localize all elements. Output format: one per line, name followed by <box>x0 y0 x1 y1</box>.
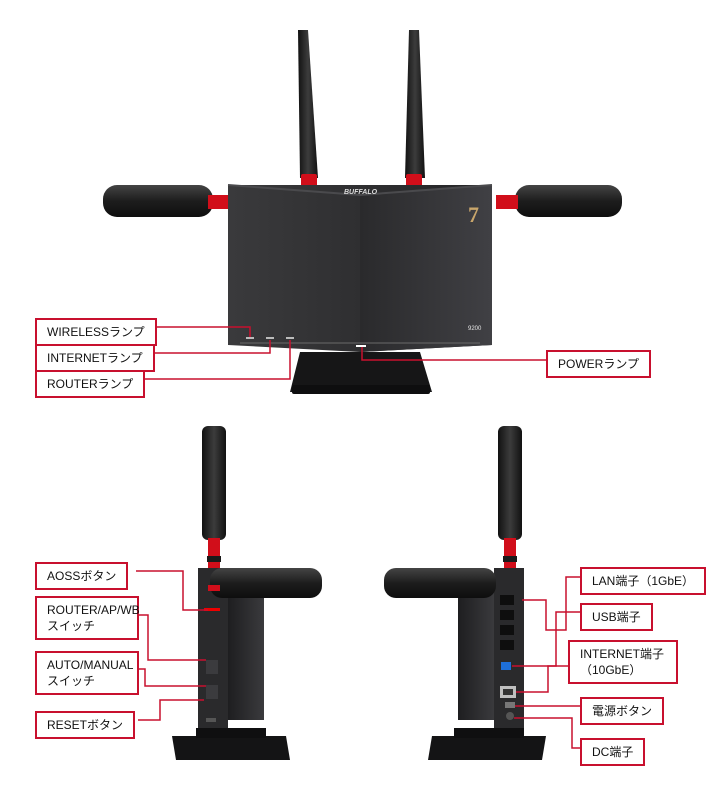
leader-lines <box>136 326 582 749</box>
stand-left <box>172 736 290 760</box>
leader-auto-switch <box>138 668 206 687</box>
callout-power-button: 電源ボタン <box>580 697 665 725</box>
router-stand <box>290 352 432 392</box>
callout-router-lamp: ROUTERランプ <box>35 370 146 398</box>
antenna-side-view-right-horizontal <box>384 568 496 598</box>
wireless-lamp-indicator <box>246 337 254 339</box>
leader-router-switch <box>138 614 206 661</box>
leader-internet <box>138 340 271 354</box>
callout-dc-port: DC端子 <box>580 738 646 766</box>
power-button-indicator <box>505 702 515 708</box>
model-mark: 9200 <box>468 326 482 332</box>
leader-aoss <box>136 570 208 611</box>
brand-logo: BUFFALO <box>344 189 378 196</box>
leader-dc <box>514 717 582 749</box>
callout-auto-switch-line2: スイッチ <box>47 674 96 688</box>
body-side-right <box>494 568 524 736</box>
leader-reset <box>138 699 204 721</box>
callout-router-switch-line1: ROUTER/AP/WB <box>47 603 140 617</box>
auto-switch-indicator <box>206 685 218 699</box>
leader-lan <box>522 576 582 631</box>
callout-internet-port-line1: INTERNET端子 <box>580 647 665 661</box>
lan-ports <box>500 595 514 650</box>
callout-auto-switch-line1: AUTO/MANUAL <box>47 658 134 672</box>
mode-switch-indicator <box>206 660 218 674</box>
router-lamp-indicator <box>286 337 294 339</box>
stand-right <box>428 736 546 760</box>
antenna-side-view-left-horizontal <box>210 568 322 598</box>
antenna-top-right <box>405 30 425 190</box>
leader-wireless <box>138 326 251 337</box>
callout-lan-port: LAN端子（1GbE） <box>580 567 707 595</box>
callout-wireless-lamp: WIRELESSランプ <box>35 318 157 346</box>
power-lamp-indicator <box>356 345 366 347</box>
router-front-view: BUFFALO 7 9200 <box>103 30 622 394</box>
leader-usb <box>512 611 582 667</box>
antenna-side-left <box>103 185 230 217</box>
callout-aoss-button: AOSSボタン <box>35 562 129 590</box>
callout-router-switch: ROUTER/AP/WB スイッチ <box>35 596 140 640</box>
aoss-button-indicator <box>208 585 220 591</box>
usb-port <box>501 662 511 670</box>
callout-router-switch-line2: スイッチ <box>47 619 96 633</box>
leader-power <box>361 347 548 361</box>
wifi7-badge: 7 <box>468 202 479 227</box>
antenna-top-left <box>298 30 318 190</box>
antenna-side-view-right-vertical <box>498 426 522 540</box>
antenna-side-right <box>496 185 622 217</box>
leader-router <box>138 340 291 380</box>
callout-internet-port: INTERNET端子 （10GbE） <box>568 640 678 684</box>
dc-port <box>506 712 514 720</box>
callout-usb-port: USB端子 <box>580 603 653 631</box>
router-right-side-view <box>384 426 546 760</box>
leader-internet-port <box>516 665 570 693</box>
callout-power-lamp: POWERランプ <box>546 350 651 378</box>
router-left-side-view <box>172 426 322 760</box>
reset-button-indicator <box>206 718 216 722</box>
callout-auto-switch: AUTO/MANUAL スイッチ <box>35 651 139 695</box>
internet-lamp-indicator <box>266 337 274 339</box>
callout-internet-port-line2: （10GbE） <box>580 663 642 677</box>
callout-reset-button: RESETボタン <box>35 711 136 739</box>
antenna-side-view-left-vertical <box>202 426 226 540</box>
callout-internet-lamp: INTERNETランプ <box>35 344 155 372</box>
